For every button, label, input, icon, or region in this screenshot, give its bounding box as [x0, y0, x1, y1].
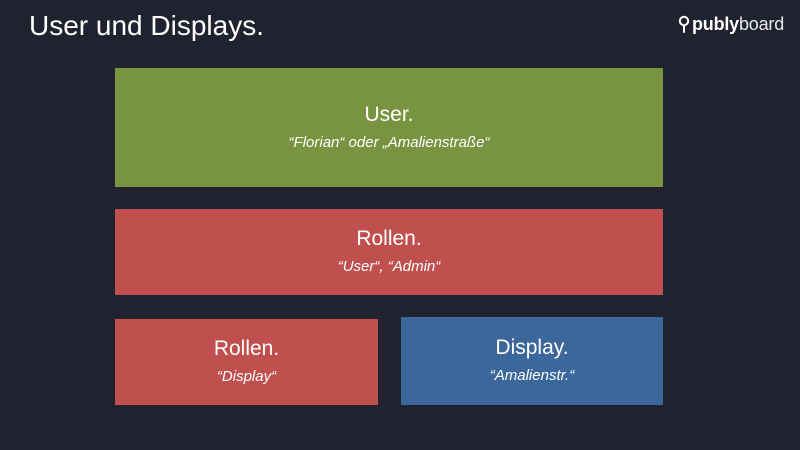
- logo-text-publy: publy: [692, 13, 739, 34]
- rollen-display-box: Rollen. “Display“: [115, 319, 378, 405]
- logo-text-board: board: [739, 13, 785, 34]
- rollen-user-box: Rollen. “User“, “Admin“: [115, 209, 663, 295]
- slide-title: User und Displays.: [29, 10, 264, 41]
- rollen-display-box-title: Rollen.: [213, 337, 280, 360]
- rollen-display-box-subtitle: “Display“: [216, 368, 277, 385]
- rollen-user-box-title: Rollen.: [356, 227, 422, 250]
- display-box-subtitle: “Amalienstr.“: [489, 367, 575, 384]
- display-box: Display. “Amalienstr.“: [401, 317, 663, 405]
- display-box-title: Display.: [495, 336, 569, 359]
- user-box: User. “Florian“ oder „Amalienstraße“: [115, 68, 663, 187]
- rollen-user-box-subtitle: “User“, “Admin“: [337, 258, 441, 275]
- user-box-title: User.: [364, 102, 414, 126]
- user-box-subtitle: “Florian“ oder „Amalienstraße“: [288, 133, 490, 151]
- map-pin-icon: [678, 15, 690, 33]
